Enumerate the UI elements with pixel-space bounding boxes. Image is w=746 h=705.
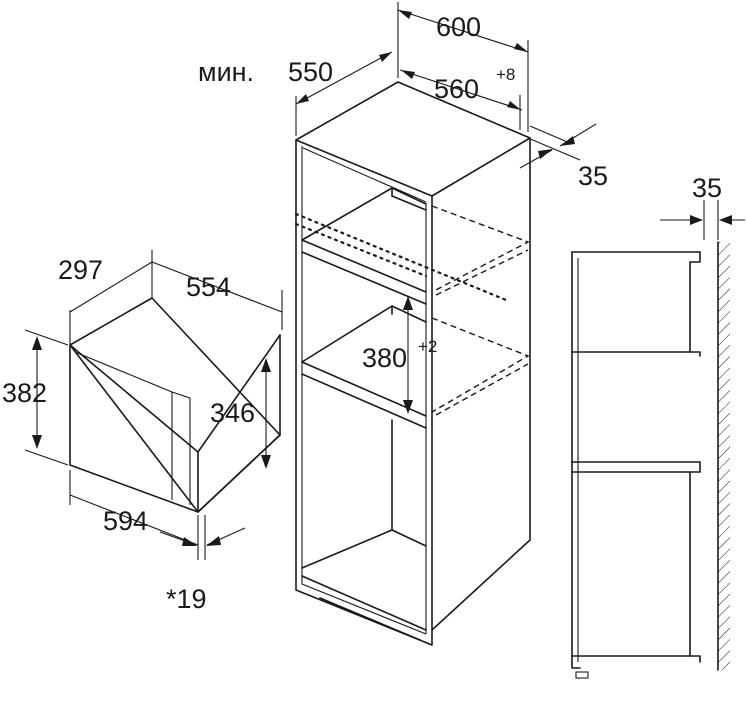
label-wall-gap-35: 35: [692, 173, 722, 203]
dim-line-594: [69, 494, 199, 546]
label-width-600: 600: [436, 12, 481, 42]
label-min-depth-550: 550: [288, 57, 333, 87]
label-niche-width-560: 560: [434, 74, 479, 104]
cabinet-outline: [295, 137, 531, 646]
dim-line-560: [399, 69, 523, 111]
label-niche-height-380: 380: [362, 343, 407, 373]
microwave-front: [69, 344, 199, 513]
microwave-drawing: 297 554 382 346 594 *19: [2, 250, 283, 614]
dim-line-297: [69, 261, 153, 313]
label-niche-width-tolerance: +8: [496, 65, 515, 84]
label-width-554: 554: [186, 272, 231, 302]
label-height-346: 346: [210, 398, 255, 428]
side-view-drawing: 35: [571, 173, 745, 679]
dim-line-600: [397, 9, 529, 53]
cabinet-drawing: 600 мин. 550 560 +8 35 380 +2: [198, 2, 608, 646]
dim-line-550: [295, 51, 393, 105]
label-offset-19: *19: [166, 584, 207, 614]
label-depth-297: 297: [58, 255, 103, 285]
microwave-side: [197, 334, 281, 513]
label-gap-35: 35: [578, 161, 608, 191]
wall-hatch: [718, 242, 730, 670]
label-niche-height-tolerance: +2: [418, 337, 437, 356]
label-height-382: 382: [2, 378, 47, 408]
label-min-prefix: мин.: [198, 57, 254, 87]
microwave-door: [74, 351, 173, 500]
label-width-594: 594: [103, 506, 148, 536]
dim-line-554: [151, 261, 283, 313]
